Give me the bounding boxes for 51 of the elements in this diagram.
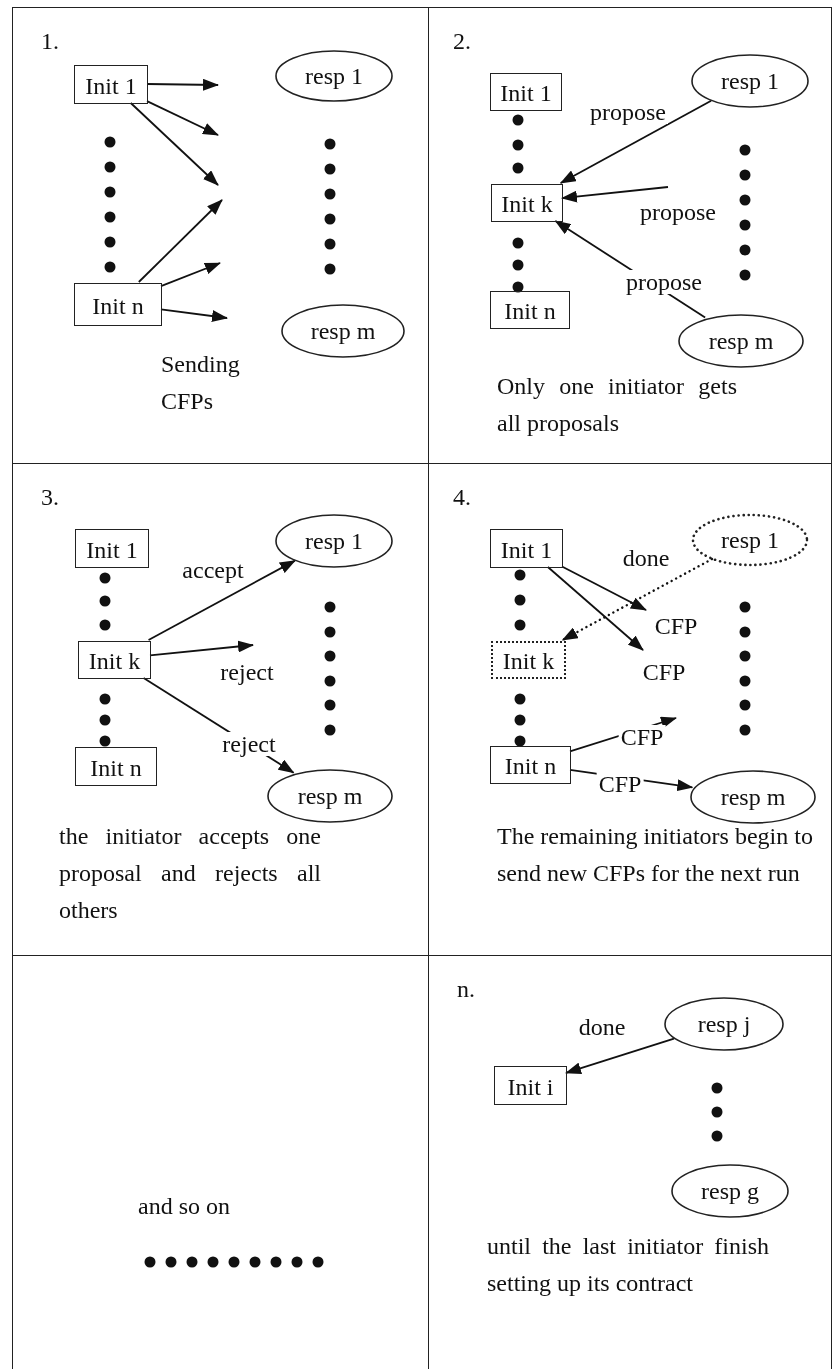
initiator-box: Init 1 [490,73,562,111]
responder-ellipse: resp 1 [691,54,809,108]
responder-ellipse: resp m [267,769,393,823]
arrow [561,557,714,642]
responder-ellipse: resp 1 [275,514,393,568]
panel-number: 4. [453,483,471,512]
initiator-box: Init k [491,184,563,222]
responder-ellipse: resp m [678,314,804,368]
initiator-box: Init 1 [75,529,149,568]
initiator-box: Init n [75,747,157,786]
responder-ellipse: resp 1 [275,50,393,102]
panel-caption: until the last initiator finish setting up its contract [487,1232,769,1298]
responder-ellipse: resp 1 [692,514,808,566]
initiator-box: Init 1 [74,65,148,104]
responder-ellipse: resp m [690,770,816,824]
edge-label: reject [220,732,278,756]
panel-caption: Sending CFPs [161,350,241,416]
responder-ellipse: resp j [664,997,784,1051]
initiator-box: Init i [494,1066,567,1105]
initiator-box: Init k [78,641,151,679]
arrow [146,100,219,136]
arrow [546,566,644,651]
panel-number: 1. [41,27,59,56]
arrow [129,102,219,186]
responder-ellipse: resp g [671,1164,789,1218]
responder-ellipse: resp m [281,304,405,358]
initiator-box: Init 1 [490,529,563,568]
panel-caption: the initiator accepts one proposal and rejects all others [59,822,321,925]
arrow [565,1037,675,1075]
panel-number: n. [457,975,475,1004]
initiator-box: Init n [490,291,570,329]
panel-number: 3. [41,483,59,512]
panel-caption: and so on [138,1192,230,1221]
panel-number: 2. [453,27,471,56]
arrow [561,186,669,203]
initiator-box: Init k [491,641,566,679]
initiator-box: Init n [490,746,571,784]
panel-cell [12,955,428,1369]
initiator-box: Init n [74,283,162,326]
arrow [137,199,223,283]
arrow [146,78,219,91]
panel-cell [12,7,428,463]
arrow [559,99,713,184]
panel-caption: Only one initiator gets all proposals [497,372,737,438]
arrow [561,565,647,611]
arrow [160,262,221,288]
arrow [147,559,296,641]
arrow [149,640,254,657]
arrow [160,308,228,322]
edge-label: propose [624,270,704,294]
panel-caption: The remaining initiators begin to send new CFPs for the next run [497,822,814,888]
